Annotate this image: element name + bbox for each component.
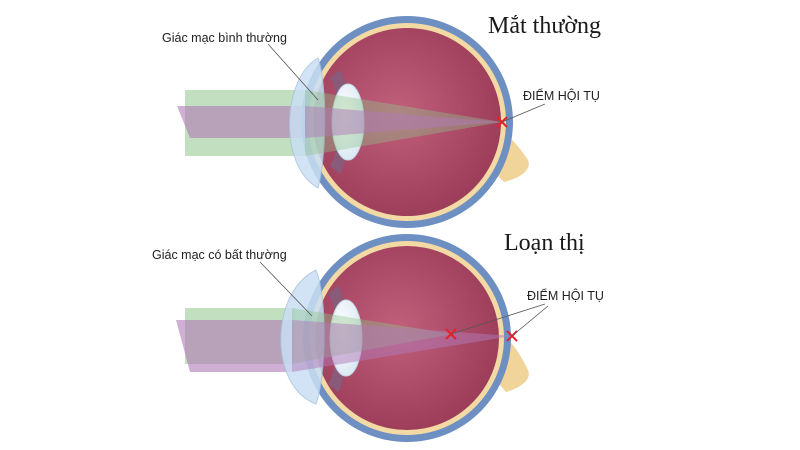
cornea-leader-line <box>259 261 313 317</box>
focus-label: ĐIỂM HỘI TỤ <box>523 88 600 103</box>
refracted-beam-purple <box>305 106 502 138</box>
focus-label: ĐIỂM HỘI TỤ <box>527 288 604 303</box>
focus-leader-line-back <box>511 305 549 337</box>
focus-point-marker-back <box>506 330 518 342</box>
cornea-label: Giác mạc bình thường <box>162 31 287 45</box>
cornea-leader-line <box>267 43 319 101</box>
panel-normal-eye: Mắt thường Giác mạc bình thường ĐIỂM HỘI… <box>162 13 601 228</box>
panel-title-astigmatism: Loạn thị <box>504 230 585 256</box>
panel-astigmatism: Loạn thị Giác mạc có bấ <box>152 230 604 442</box>
light-beam-purple <box>176 320 292 372</box>
cornea-label: Giác mạc có bất thường <box>152 248 287 262</box>
light-beam-purple <box>177 106 305 138</box>
refracted-beam-purple <box>292 320 512 372</box>
panel-title-normal: Mắt thường <box>488 13 601 39</box>
focus-leader-line <box>501 103 546 123</box>
focus-leader-line-front <box>450 303 546 335</box>
